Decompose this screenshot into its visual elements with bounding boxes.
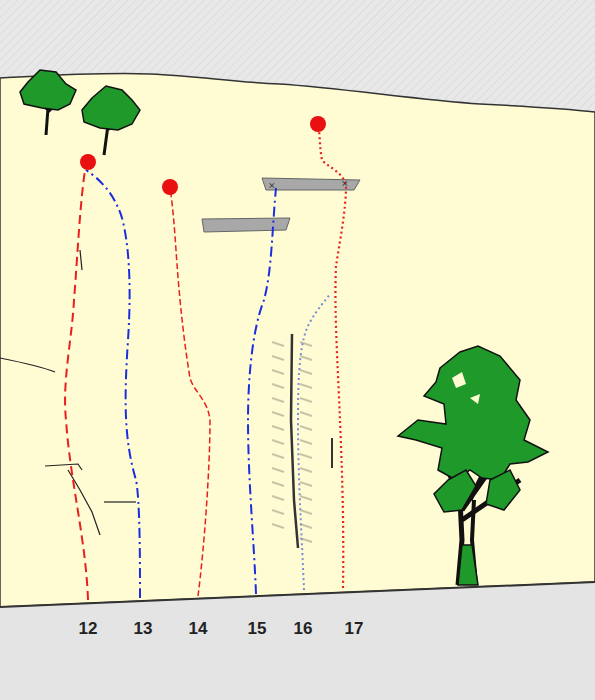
ground bbox=[0, 582, 595, 700]
route-line bbox=[65, 164, 88, 600]
route-number: 16 bbox=[294, 620, 313, 637]
route-line bbox=[170, 188, 210, 596]
tree bbox=[398, 346, 548, 585]
crack bbox=[272, 334, 332, 548]
route-number: 17 bbox=[345, 620, 364, 637]
rock-features bbox=[0, 250, 136, 535]
route-line bbox=[298, 294, 330, 590]
tree bbox=[20, 70, 140, 155]
ground-line bbox=[0, 582, 595, 607]
route-number: 14 bbox=[189, 620, 208, 637]
route-number: 12 bbox=[79, 620, 98, 637]
route-line bbox=[248, 188, 276, 594]
route-number: 15 bbox=[248, 620, 267, 637]
route-line bbox=[86, 170, 140, 598]
rock-wall bbox=[0, 73, 595, 607]
svg-text:⨯: ⨯ bbox=[268, 180, 276, 190]
ledge bbox=[202, 218, 290, 232]
route-line bbox=[319, 130, 346, 588]
route-number: 13 bbox=[134, 620, 153, 637]
svg-text:⨯: ⨯ bbox=[341, 178, 349, 188]
